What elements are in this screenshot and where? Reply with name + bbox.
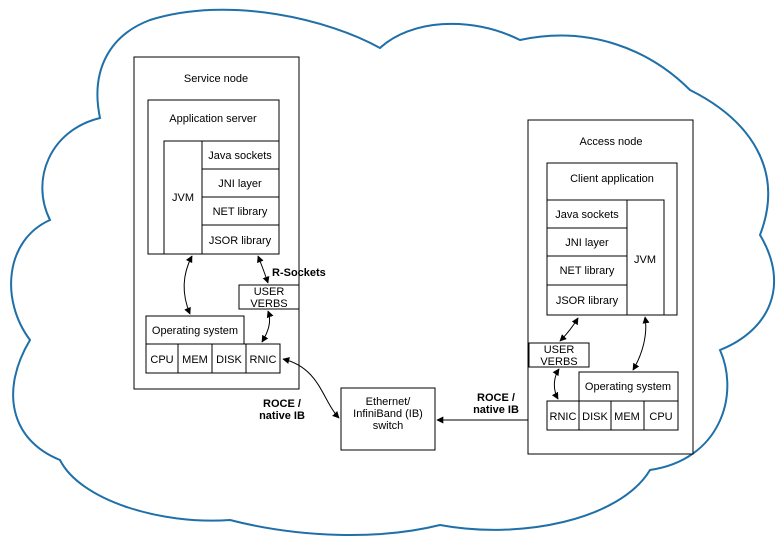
access-user-verbs-box: [528, 342, 590, 368]
application-server-label: Application server: [169, 113, 257, 125]
access-layer-jni: [546, 227, 628, 257]
left-link-arrow-icon: [282, 357, 340, 419]
client-application-label: Client application: [570, 173, 654, 185]
service-hw-label: DISK: [216, 354, 242, 366]
service-os-box: [145, 315, 245, 345]
access-hw-label: MEM: [614, 411, 640, 423]
service-layer-jsor: [201, 224, 280, 255]
access-hw-label: RNIC: [550, 411, 577, 423]
text-line: native IB: [259, 410, 305, 422]
text-line: VERBS: [540, 356, 577, 368]
access-os-label: Operating system: [585, 381, 671, 393]
jsor-verbs-arrow-icon: [559, 317, 579, 342]
text-line: USER: [544, 344, 575, 356]
service-hw-disk: [211, 343, 247, 374]
r-sockets-label: R-Sockets: [272, 267, 326, 279]
service-user-verbs-box: [238, 284, 300, 310]
text-line: USER: [254, 286, 285, 298]
service-hw-cpu: [145, 343, 179, 374]
verbs-rnic-arrow-icon: [261, 310, 274, 343]
access-os-box: [578, 371, 679, 402]
access-jvm-box: [626, 199, 665, 316]
text-line: ROCE /: [263, 398, 301, 410]
service-layer-label: JNI layer: [218, 178, 262, 190]
access-hw-mem: [610, 400, 645, 431]
text-line: InfiniBand (IB): [353, 408, 423, 420]
switch-box: [340, 387, 436, 451]
access-node: Access node Client application Java sock…: [527, 119, 694, 455]
left-link-label: ROCE /native IB: [259, 398, 305, 422]
service-layer-label: NET library: [213, 206, 268, 218]
service-node: Service node Application server JVM Java…: [133, 56, 326, 390]
service-layer-label: JSOR library: [209, 235, 272, 247]
service-hw-label: RNIC: [250, 354, 277, 366]
jvm-os-arrow-icon: [183, 255, 193, 315]
service-hw-label: MEM: [182, 354, 208, 366]
service-node-title: Service node: [184, 73, 248, 85]
access-hw-label: CPU: [649, 411, 672, 423]
access-layer-label: NET library: [560, 265, 615, 277]
access-node-title: Access node: [580, 136, 643, 148]
access-layer-label: JSOR library: [556, 295, 619, 307]
access-hw-cpu: [643, 400, 679, 431]
service-hw-label: CPU: [150, 354, 173, 366]
service-layer-java-sockets: [201, 140, 280, 170]
text-line: ROCE /: [477, 392, 515, 404]
service-layer-net: [201, 196, 280, 226]
switch-label: Ethernet/InfiniBand (IB)switch: [353, 396, 423, 432]
access-hw-label: DISK: [582, 411, 608, 423]
service-layer-label: Java sockets: [208, 150, 272, 162]
service-jvm-box: [163, 140, 203, 255]
service-jvm-label: JVM: [172, 192, 194, 204]
text-line: switch: [373, 420, 404, 432]
verbs-rnic-arrow-icon: [551, 368, 560, 400]
access-layer-java-sockets: [546, 199, 628, 229]
service-os-label: Operating system: [152, 325, 238, 337]
access-jvm-label: JVM: [634, 254, 656, 266]
access-layer-jsor: [546, 284, 628, 316]
text-line: Ethernet/: [366, 396, 412, 408]
access-layer-label: JNI layer: [565, 237, 609, 249]
text-line: VERBS: [250, 298, 287, 310]
access-hw-disk: [578, 400, 612, 431]
right-link-label: ROCE /native IB: [473, 392, 519, 416]
service-hw-rnic: [245, 343, 281, 374]
service-layer-jni: [201, 168, 280, 198]
jvm-os-arrow-icon: [632, 316, 650, 371]
access-layer-label: Java sockets: [555, 209, 619, 221]
jsor-verbs-arrow-icon: [257, 255, 270, 284]
text-line: native IB: [473, 404, 519, 416]
